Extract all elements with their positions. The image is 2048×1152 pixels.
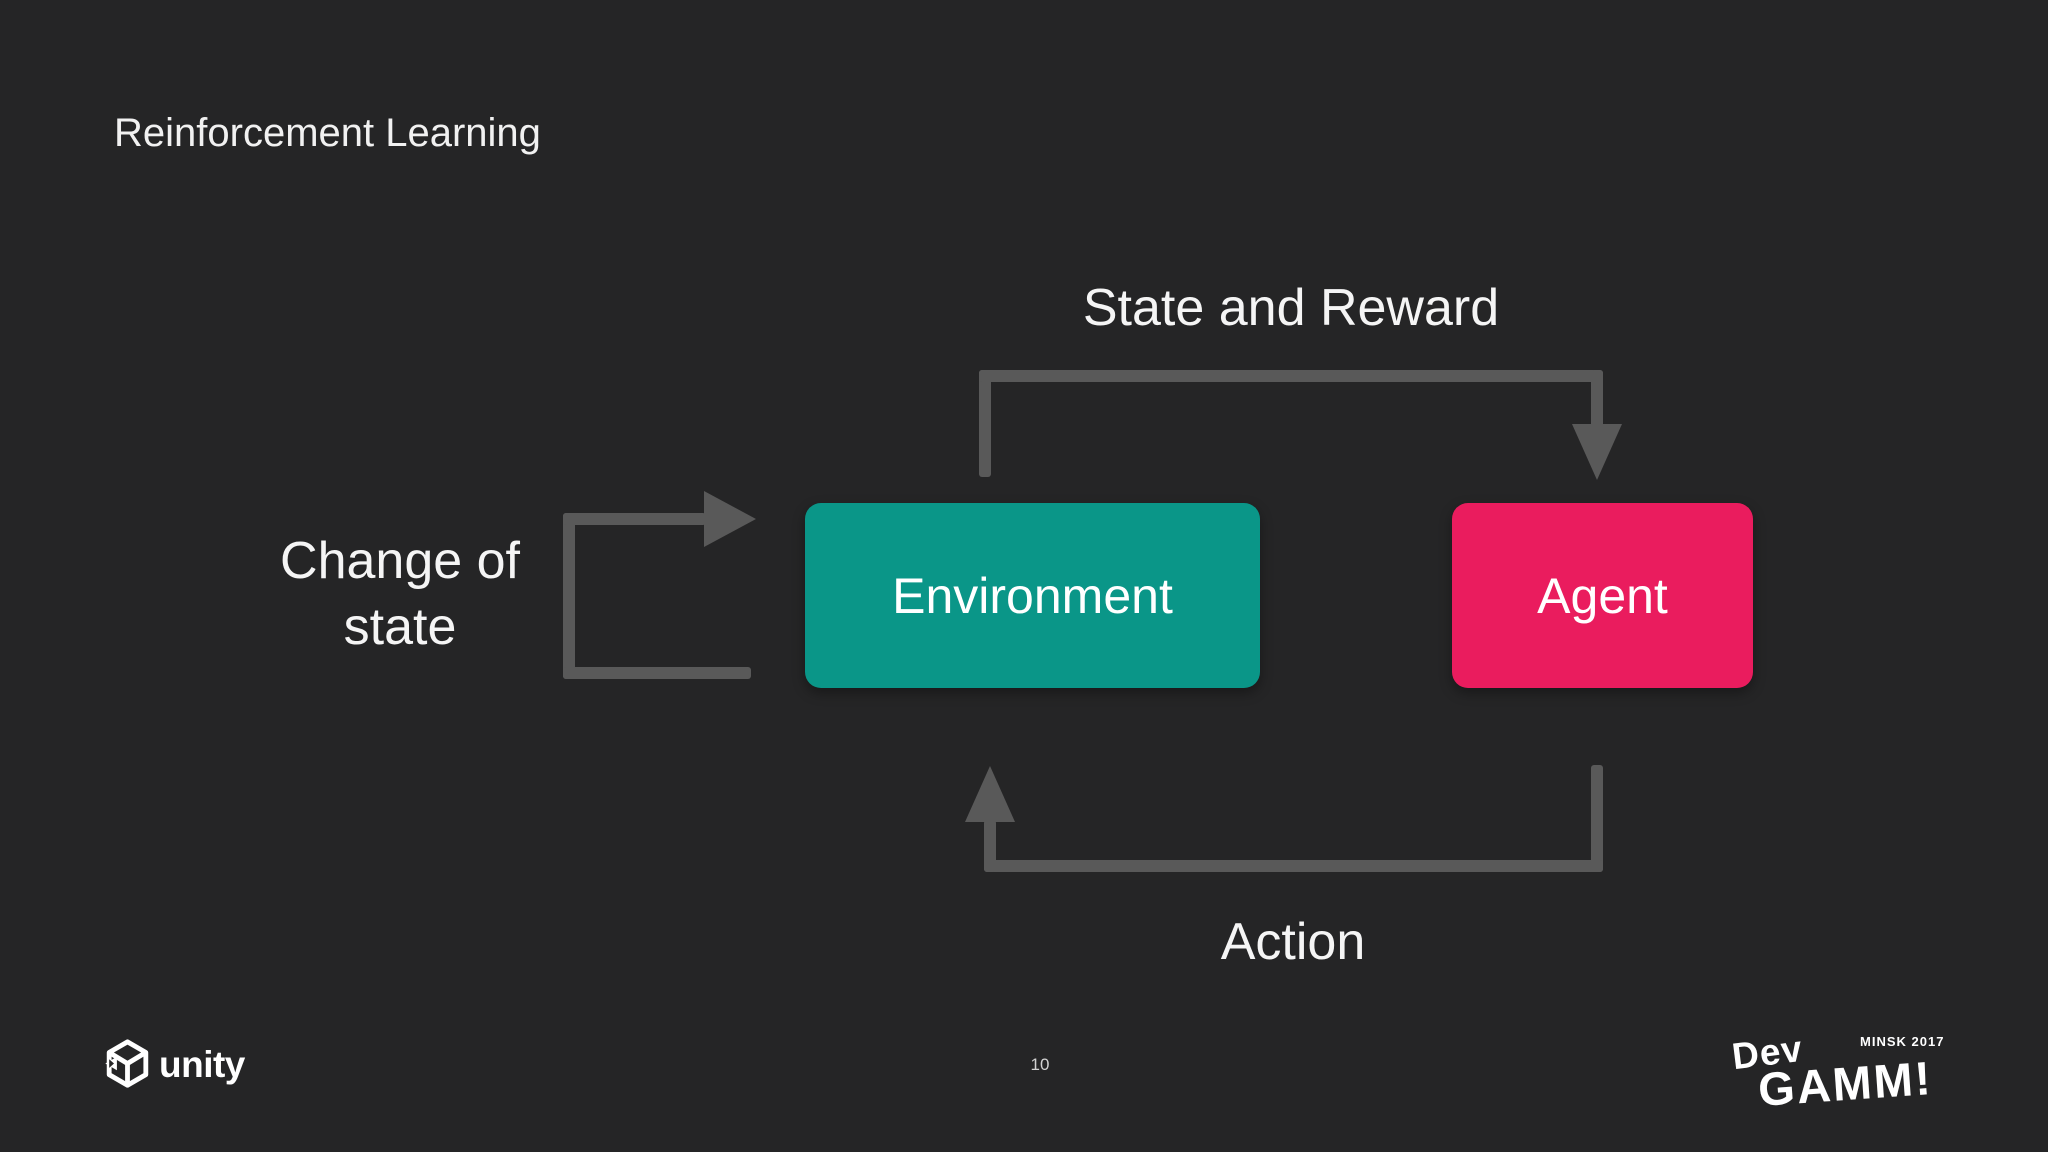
devgamm-minsk-text: MINSK 2017 <box>1860 1034 1945 1049</box>
agent-node: Agent <box>1452 503 1753 688</box>
arrow-segment <box>979 370 991 477</box>
arrow-segment <box>984 860 1603 872</box>
arrow-segment <box>979 370 1603 382</box>
arrow-segment <box>1591 370 1603 432</box>
devgamm-logo: Dev GAMM! MINSK 2017 <box>1722 1026 1992 1116</box>
arrowhead-down-icon <box>1572 424 1622 480</box>
arrow-segment <box>984 820 996 872</box>
environment-node: Environment <box>805 503 1260 688</box>
edge-label-action: Action <box>1220 913 1366 971</box>
arrow-segment <box>563 667 751 679</box>
unity-cube-icon <box>104 1038 151 1097</box>
arrowhead-right-icon <box>704 491 756 547</box>
arrow-segment <box>563 513 575 679</box>
arrowhead-up-icon <box>965 766 1015 822</box>
edge-label-state-and-reward: State and Reward <box>1082 279 1500 337</box>
slide-page-number: 10 <box>1030 1055 1050 1074</box>
arrow-segment <box>1591 765 1603 872</box>
unity-logo: unity <box>104 1038 245 1097</box>
devgamm-gamm-text: GAMM! <box>1756 1050 1935 1117</box>
environment-node-label: Environment <box>892 567 1173 624</box>
edge-label-change-of-state: Change of state <box>280 532 520 656</box>
unity-wordmark: unity <box>159 1044 245 1085</box>
page-title: Reinforcement Learning <box>114 111 541 155</box>
agent-node-label: Agent <box>1537 567 1668 624</box>
arrow-segment <box>563 513 706 525</box>
